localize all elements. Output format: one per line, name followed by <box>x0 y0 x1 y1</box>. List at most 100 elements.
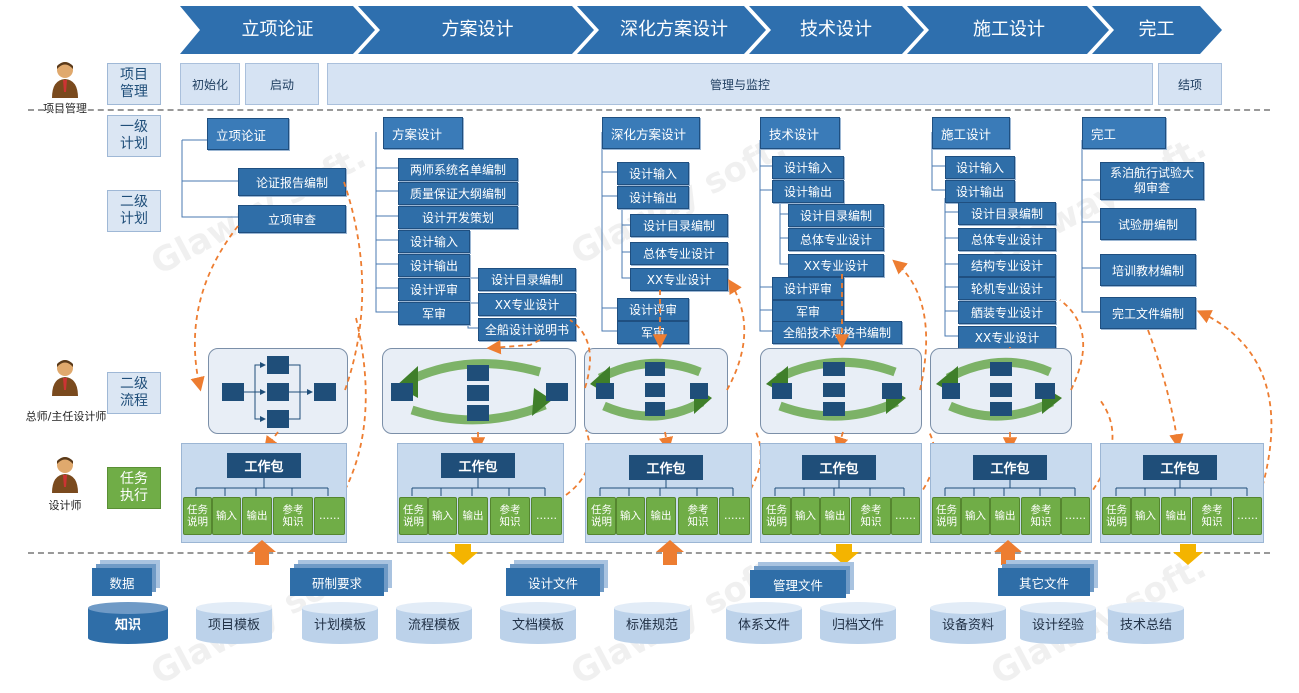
wp-ref-knowledge[interactable]: 参考 知识 <box>490 497 530 535</box>
plan-sub-item[interactable]: 设计目录编制 <box>478 268 576 291</box>
wp-more[interactable]: …… <box>1233 497 1262 535</box>
plan-sub-item[interactable]: XX专业设计 <box>478 293 576 316</box>
doc-stack[interactable]: 数据 <box>92 568 152 596</box>
plan-sub-item[interactable]: XX专业设计 <box>630 268 728 291</box>
plan-sub-item[interactable]: 设计目录编制 <box>788 204 884 227</box>
wp-ref-knowledge[interactable]: 参考 知识 <box>678 497 718 535</box>
plan-item[interactable]: 设计输出 <box>945 180 1015 203</box>
wp-input[interactable]: 输入 <box>1131 497 1160 535</box>
plan-item[interactable]: 设计输出 <box>617 186 689 209</box>
doc-stack[interactable]: 研制要求 <box>290 568 384 596</box>
wp-ref-knowledge[interactable]: 参考 知识 <box>851 497 891 535</box>
row-label-level2-flow: 二级 流程 <box>107 372 161 414</box>
wp-output[interactable]: 输出 <box>1161 497 1191 535</box>
knowledge-cylinder[interactable]: 标准规范 <box>614 604 690 644</box>
wp-more[interactable]: …… <box>891 497 920 535</box>
plan-item[interactable]: 试验册编制 <box>1100 208 1196 240</box>
doc-stack[interactable]: 其它文件 <box>998 568 1090 596</box>
wp-input[interactable]: 输入 <box>428 497 457 535</box>
work-package-title[interactable]: 工作包 <box>802 455 876 480</box>
wp-ref-knowledge[interactable]: 参考 知识 <box>1021 497 1061 535</box>
work-package-title[interactable]: 工作包 <box>441 453 515 478</box>
wp-more[interactable]: …… <box>531 497 562 535</box>
wp-output[interactable]: 输出 <box>820 497 850 535</box>
plan-sub-item[interactable]: 设计目录编制 <box>958 202 1056 225</box>
knowledge-cylinder[interactable]: 知识 <box>88 604 168 644</box>
plan-item[interactable]: 立项审查 <box>238 205 346 233</box>
wp-output[interactable]: 输出 <box>242 497 272 535</box>
plan-item[interactable]: 设计输入 <box>945 156 1015 179</box>
plan-sub-item[interactable]: 轮机专业设计 <box>958 277 1056 300</box>
doc-stack[interactable]: 管理文件 <box>750 570 846 598</box>
wp-task-desc[interactable]: 任务 说明 <box>1102 497 1131 535</box>
wp-output[interactable]: 输出 <box>458 497 488 535</box>
plan-sub-item[interactable]: 总体专业设计 <box>958 228 1056 251</box>
plan-item[interactable]: 两师系统名单编制 <box>398 158 518 181</box>
plan-item[interactable]: 系泊航行试验大纲审查 <box>1100 162 1204 200</box>
wp-task-desc[interactable]: 任务 说明 <box>587 497 616 535</box>
plan-item[interactable]: 设计评审 <box>772 277 844 300</box>
wp-task-desc[interactable]: 任务 说明 <box>932 497 961 535</box>
wp-output[interactable]: 输出 <box>646 497 676 535</box>
plan-sub-item[interactable]: 舾装专业设计 <box>958 301 1056 324</box>
plan-item[interactable]: 设计输入 <box>398 230 470 253</box>
wp-task-desc[interactable]: 任务 说明 <box>762 497 791 535</box>
plan-item[interactable]: 设计输入 <box>617 162 689 185</box>
plan-l1-box[interactable]: 深化方案设计 <box>602 117 700 149</box>
pm-avatar-icon <box>52 62 78 98</box>
knowledge-cylinder[interactable]: 项目模板 <box>196 604 272 644</box>
knowledge-cylinder[interactable]: 设计经验 <box>1020 604 1096 644</box>
wp-input[interactable]: 输入 <box>791 497 820 535</box>
plan-l1-box[interactable]: 完工 <box>1082 117 1166 149</box>
plan-item[interactable]: 军审 <box>617 321 689 344</box>
plan-sub-item[interactable]: XX专业设计 <box>788 254 884 277</box>
wp-input[interactable]: 输入 <box>616 497 645 535</box>
plan-l1-box[interactable]: 立项论证 <box>207 118 289 150</box>
plan-item[interactable]: 设计输出 <box>398 254 470 277</box>
plan-l1-box[interactable]: 施工设计 <box>932 117 1010 149</box>
plan-sub-item[interactable]: 总体专业设计 <box>630 242 728 265</box>
plan-sub-item[interactable]: 结构专业设计 <box>958 254 1056 277</box>
knowledge-cylinder[interactable]: 设备资料 <box>930 604 1006 644</box>
work-package-title[interactable]: 工作包 <box>973 455 1047 480</box>
knowledge-cylinder[interactable]: 归档文件 <box>820 604 896 644</box>
wp-more[interactable]: …… <box>719 497 750 535</box>
plan-item[interactable]: 设计开发策划 <box>398 206 518 229</box>
plan-item[interactable]: 军审 <box>398 302 470 325</box>
wp-output[interactable]: 输出 <box>990 497 1020 535</box>
plan-sub-item[interactable]: 总体专业设计 <box>788 228 884 251</box>
plan-l1-box[interactable]: 方案设计 <box>383 117 463 149</box>
work-package-title[interactable]: 工作包 <box>1143 455 1217 480</box>
plan-l1-box[interactable]: 技术设计 <box>760 117 840 149</box>
wp-input[interactable]: 输入 <box>212 497 241 535</box>
plan-item[interactable]: 设计输出 <box>772 180 844 203</box>
knowledge-cylinder[interactable]: 体系文件 <box>726 604 802 644</box>
knowledge-cylinder[interactable]: 文档模板 <box>500 604 576 644</box>
plan-item[interactable]: 设计评审 <box>398 278 470 301</box>
plan-sub-item[interactable]: XX专业设计 <box>958 326 1056 349</box>
plan-item[interactable]: 设计评审 <box>617 298 689 321</box>
plan-sub-item[interactable]: 全船设计说明书 <box>478 318 576 341</box>
plan-item[interactable]: 论证报告编制 <box>238 168 346 196</box>
plan-item[interactable]: 质量保证大纲编制 <box>398 182 518 205</box>
knowledge-label: 流程模板 <box>407 618 460 633</box>
doc-stack[interactable]: 设计文件 <box>506 568 600 596</box>
wp-task-desc[interactable]: 任务 说明 <box>183 497 212 535</box>
plan-sub-item[interactable]: 设计目录编制 <box>630 214 728 237</box>
up-arrow-icon <box>656 540 684 565</box>
wp-task-desc[interactable]: 任务 说明 <box>399 497 428 535</box>
plan-item[interactable]: 设计输入 <box>772 156 844 179</box>
knowledge-cylinder[interactable]: 流程模板 <box>396 604 472 644</box>
wp-ref-knowledge[interactable]: 参考 知识 <box>1192 497 1232 535</box>
wp-input[interactable]: 输入 <box>961 497 990 535</box>
plan-item[interactable]: 全船技术规格书编制 <box>772 321 902 344</box>
wp-more[interactable]: …… <box>314 497 345 535</box>
wp-ref-knowledge[interactable]: 参考 知识 <box>273 497 313 535</box>
work-package-title[interactable]: 工作包 <box>629 455 703 480</box>
work-package-title[interactable]: 工作包 <box>227 453 301 478</box>
wp-more[interactable]: …… <box>1061 497 1090 535</box>
plan-item[interactable]: 完工文件编制 <box>1100 297 1196 329</box>
knowledge-cylinder[interactable]: 技术总结 <box>1108 604 1184 644</box>
knowledge-cylinder[interactable]: 计划模板 <box>302 604 378 644</box>
plan-item[interactable]: 培训教材编制 <box>1100 254 1196 286</box>
